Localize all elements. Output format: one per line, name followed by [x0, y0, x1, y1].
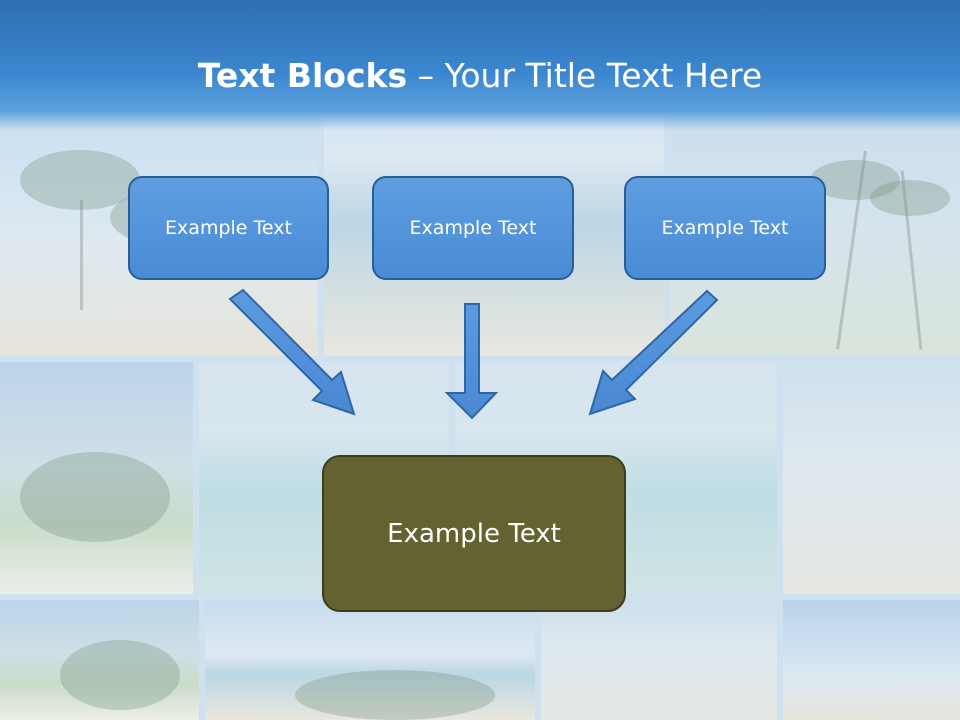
text-block-top-center[interactable]: Example Text [372, 176, 574, 280]
collage-tile-sail [783, 600, 960, 720]
text-block-label: Example Text [409, 217, 537, 239]
collage-tile-island-palm [0, 362, 193, 594]
slide-title: Text Blocks – Your Title Text Here [0, 54, 960, 98]
text-block-label: Example Text [661, 217, 789, 239]
text-block-center[interactable]: Example Text [322, 455, 626, 612]
collage-tile-sand-bottom [541, 600, 777, 720]
text-block-top-right[interactable]: Example Text [624, 176, 826, 280]
text-block-top-left[interactable]: Example Text [128, 176, 329, 280]
arrow-left [228, 288, 356, 416]
text-block-label: Example Text [387, 518, 561, 549]
title-bold: Text Blocks [197, 56, 408, 95]
title-rest: Your Title Text Here [444, 56, 763, 95]
text-block-label: Example Text [165, 217, 292, 239]
arrow-center [444, 303, 499, 420]
collage-tile-islet [783, 362, 960, 594]
title-separator: – [407, 56, 445, 95]
collage-tile-palms-bottom [0, 600, 199, 720]
arrow-right [588, 289, 719, 416]
collage-tile-island-bottom [205, 600, 535, 720]
header-bar: Text Blocks – Your Title Text Here [0, 0, 960, 130]
